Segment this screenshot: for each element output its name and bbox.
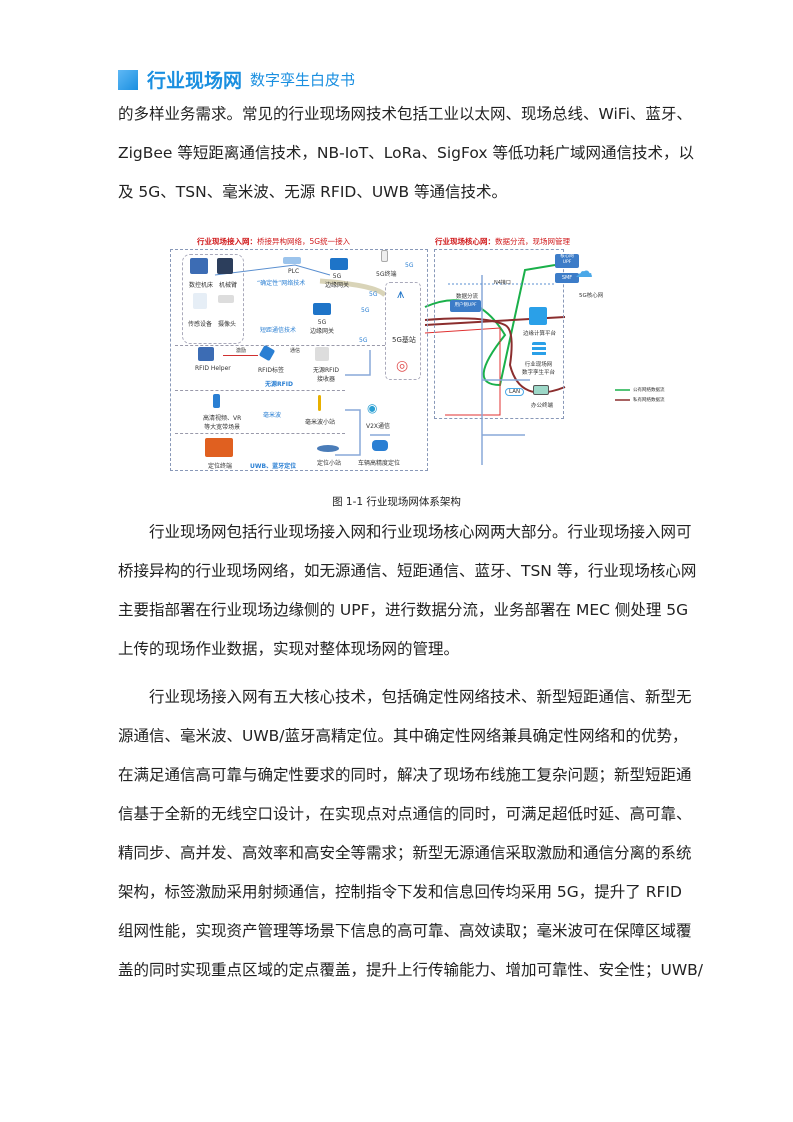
header-logo-square	[118, 69, 138, 90]
mmwave-station-icon	[318, 395, 321, 411]
label: “确定性”网络技术	[257, 280, 306, 287]
label: 5G	[405, 262, 414, 269]
page-header: 行业现场网 数字孪生白皮书	[118, 66, 355, 93]
label: 激励	[236, 348, 247, 354]
text-line: 主要指部署在行业现场边缘侧的 UPF，进行数据分流，业务部署在 MEC 侧处理 …	[118, 601, 689, 619]
label: 高清视频、VR 等大宽带场景	[203, 415, 242, 431]
rfid-helper-icon	[198, 347, 214, 361]
divider	[175, 345, 385, 346]
divider	[175, 390, 345, 391]
header-title: 行业现场网	[147, 70, 243, 92]
label: 边缘计算平台	[523, 331, 557, 337]
user-upf-box: 用户侧UPF	[450, 300, 481, 312]
text-line: 桥接异构的行业现场网络，如无源通信、短距通信、蓝牙、TSN 等，行业现场核心网	[118, 562, 697, 580]
label: 数控机床	[189, 282, 214, 289]
label: 5G基站	[392, 336, 416, 344]
cloud-icon: ☁	[575, 261, 593, 282]
text-line: 在满足通信高可靠与确定性要求的同时，解决了现场布线施工复杂问题；新型短距通	[118, 766, 692, 784]
label: 5G核心网	[579, 293, 604, 299]
label: 无源RFID 接收器	[313, 367, 340, 383]
core-upf-box: 核心网 UPF	[555, 254, 579, 268]
locator-icon	[317, 445, 339, 452]
text-line: 组网性能，实现资产管理等场景下信息的高可靠、高效读取；毫米波可在保障区域覆	[118, 922, 692, 940]
divider	[175, 433, 345, 434]
camera-icon	[218, 295, 234, 303]
label: 车辆高精度定位	[358, 460, 401, 467]
core-network-box	[434, 249, 564, 419]
text-line: 盖的同时实现重点区域的定点覆盖，提升上行传输能力、增加可靠性、安全性；UWB/	[118, 961, 704, 979]
mec-server-icon	[529, 307, 547, 325]
label: 5G	[359, 337, 368, 344]
label: 5G 边缘网关	[325, 273, 350, 289]
label: 办公终端	[531, 403, 554, 409]
base-station-group	[385, 282, 421, 380]
thermometer-icon	[193, 293, 207, 309]
paragraph-3: 行业现场接入网有五大核心技术，包括确定性网络技术、新型短距通信、新型无 源通信、…	[118, 678, 704, 990]
label: 毫米波小站	[305, 419, 336, 426]
text-line: 源通信、毫米波、UWB/蓝牙高精定位。其中确定性网络兼具确定性网络和的优势，	[118, 727, 688, 745]
paragraph-1: 的多样业务需求。常见的行业现场网技术包括工业以太网、现场总线、WiFi、蓝牙、 …	[118, 95, 694, 212]
edge-gateway-icon	[330, 258, 348, 270]
header-subtitle: 数字孪生白皮书	[250, 71, 356, 89]
label: 短距通信技术	[260, 327, 297, 334]
lan-cloud: LAN	[505, 388, 525, 396]
helmet-icon	[205, 438, 233, 457]
text-line: 的多样业务需求。常见的行业现场网技术包括工业以太网、现场总线、WiFi、蓝牙、	[118, 105, 692, 123]
architecture-diagram: 行业现场接入网：桥接异构网络，5G统一接入 行业现场核心网：数据分流，现场网管理…	[145, 225, 665, 487]
cnc-icon	[190, 258, 208, 274]
plc-icon	[283, 257, 301, 264]
label: 定位小站	[317, 460, 342, 467]
core-title: 行业现场核心网：数据分流，现场网管理	[435, 237, 570, 246]
twin-server-icon	[532, 342, 546, 356]
label: 摄像头	[218, 321, 237, 328]
legend-public: 公有网络数据流	[633, 388, 665, 393]
text-line: 信基于全新的无线空口设计，在实现点对点通信的同时，可满足超低时延、高可靠、	[118, 805, 692, 823]
label: N4接口	[494, 280, 511, 286]
label: RFID Helper	[195, 365, 231, 372]
text-line: 架构，标签激励采用射频通信，控制指令下发和信息回传均采用 5G，提升了 RFID	[118, 883, 682, 901]
label: 5G	[369, 291, 378, 298]
label: V2X通信	[366, 423, 391, 430]
figure-caption: 图 1-1 行业现场网体系架构	[332, 496, 461, 508]
rfid-reader-icon	[315, 347, 329, 361]
label: 5G终端	[376, 271, 397, 278]
label: 数据分流	[456, 294, 479, 300]
access-network-box	[170, 249, 428, 471]
vehicle-icon	[372, 440, 388, 451]
laptop-icon	[533, 385, 549, 395]
text-line: ZigBee 等短距离通信技术，NB-IoT、LoRa、SigFox 等低功耗广…	[118, 144, 694, 162]
text-line: 行业现场接入网有五大核心技术，包括确定性网络技术、新型短距通信、新型无	[149, 688, 692, 706]
label: 机械臂	[219, 282, 238, 289]
label: PLC	[288, 268, 300, 275]
legend-private: 私有网络数据流	[633, 398, 665, 403]
label: 5G 边缘网关	[310, 319, 335, 335]
antenna-icon: ⩚	[397, 287, 405, 302]
text-line: 上传的现场作业数据，实现对整体现场网的管理。	[118, 640, 460, 658]
edge-gateway-icon	[313, 303, 331, 315]
label: UWB、蓝牙定位	[250, 463, 297, 470]
robot-arm-icon	[217, 258, 233, 274]
text-line: 精同步、高并发、高效率和高安全等需求；新型无源通信采取激励和通信分离的系统	[118, 844, 692, 862]
label: RFID标签	[258, 367, 285, 374]
label: 毫米波	[263, 412, 282, 419]
phone-icon	[213, 394, 220, 408]
label: 通信	[290, 348, 301, 354]
label: 定位终端	[208, 463, 233, 470]
label: 传感设备	[188, 321, 213, 328]
radio-tower-icon: ◎	[396, 358, 409, 374]
access-title: 行业现场接入网：桥接异构网络，5G统一接入	[197, 237, 351, 246]
label: 行业现场网 数字孪生平台	[522, 362, 556, 376]
text-line: 行业现场网包括行业现场接入网和行业现场核心网两大部分。行业现场接入网可	[149, 523, 692, 541]
terminal-icon	[381, 250, 388, 262]
label: 无源RFID	[265, 381, 293, 388]
devices-group	[182, 254, 244, 344]
excite-arrow	[223, 355, 258, 356]
smf-box: SMF	[555, 273, 579, 283]
label: 5G	[361, 307, 370, 314]
v2x-icon: ◉	[367, 401, 378, 415]
paragraph-2: 行业现场网包括行业现场接入网和行业现场核心网两大部分。行业现场接入网可 桥接异构…	[118, 513, 697, 669]
text-line: 及 5G、TSN、毫米波、无源 RFID、UWB 等通信技术。	[118, 183, 508, 201]
